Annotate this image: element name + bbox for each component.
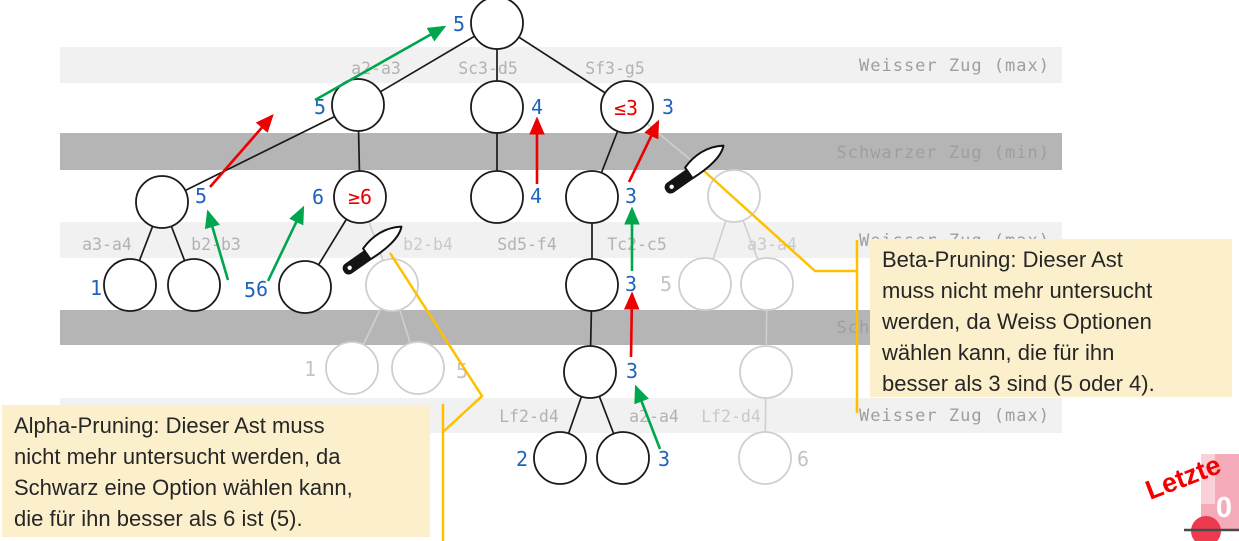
red-arrow-chain-up <box>623 291 640 358</box>
band-label-1: Weisser Zug (max) <box>859 56 1050 76</box>
red-arrow-left-up <box>209 114 274 188</box>
band-black-min-1 <box>60 133 1062 170</box>
alpha-callout-line: Alpha-Pruning: Dieser Ast muss <box>14 413 325 438</box>
move-lf2-d4: Lf2-d4 <box>499 407 559 426</box>
tree-node <box>565 170 619 224</box>
tree-node-leaf <box>278 260 332 314</box>
move-sc3-d5: Sc3-d5 <box>458 59 518 78</box>
alpha-callout-line: die für ihn besser als 6 ist (5). <box>14 506 303 531</box>
value-left-child: 5 <box>314 95 326 119</box>
value-leaf-5: 5 <box>244 278 256 302</box>
value-root: 5 <box>453 12 465 36</box>
knife-blade <box>362 225 403 261</box>
tree-node-pruned <box>740 257 794 311</box>
tree-node-leaf <box>103 258 157 312</box>
propagation-arrows <box>204 25 662 450</box>
knife-icon <box>664 144 725 194</box>
green-arrow-leaf5-up <box>204 209 230 281</box>
corner-decoration: 0 Letzte <box>1141 450 1239 541</box>
beta-callout-box <box>870 239 1232 397</box>
move-tc2-c5: Tc2-c5 <box>607 235 667 254</box>
green-arrow-leaf6-up <box>266 205 305 282</box>
knife-rivet <box>669 184 674 189</box>
move-sd5-f4: Sd5-f4 <box>497 235 557 254</box>
move-a3-a4: a3-a4 <box>82 235 132 254</box>
knife-icon <box>342 225 403 275</box>
move-b2-b3: b2-b3 <box>191 235 241 254</box>
tree-edge <box>161 104 359 203</box>
red-arrow-right-up <box>627 119 660 183</box>
move-sf3-g5: Sf3-g5 <box>585 59 645 78</box>
value-left-grandchild2: 6 <box>312 185 324 209</box>
tree-node <box>563 345 617 399</box>
beta-callout-line: muss nicht mehr untersucht <box>882 278 1152 303</box>
beta-callout-line: Beta-Pruning: Dieser Ast <box>882 247 1123 272</box>
value-leaf-1: 1 <box>90 276 102 300</box>
alpha-callout-box <box>2 405 430 537</box>
move-a3-a4-pruned: a3-a4 <box>747 235 797 254</box>
move-lf2-d4-pruned: Lf2-d4 <box>701 407 761 426</box>
node-values: 5 5 4 ≤3 3 5 6 ≥6 4 3 1 5 6 3 3 2 3 1 5 … <box>90 12 809 471</box>
value-bound-geq6: ≥6 <box>348 185 372 209</box>
tree-node <box>470 170 524 224</box>
tree-node-pruned <box>325 341 379 395</box>
green-arrow-leaf3-up <box>634 384 662 450</box>
knife-blade <box>684 144 725 180</box>
value-pruned-leaf-6: 6 <box>797 447 809 471</box>
beta-callout-line: wählen kann, die für ihn <box>881 340 1114 365</box>
tree-node <box>470 80 524 134</box>
value-left-grandchild: 5 <box>195 184 207 208</box>
move-a2-a4: a2-a4 <box>629 407 679 426</box>
decoration-pink-strip <box>1201 454 1215 504</box>
tree-node <box>135 175 189 229</box>
value-right-child: 3 <box>662 95 674 119</box>
move-b2-b4: b2-b4 <box>403 235 453 254</box>
value-mid-grandchild: 4 <box>530 184 542 208</box>
tree-node-root <box>470 0 524 50</box>
knife-rivet <box>347 265 352 270</box>
value-pruned-leaf-1: 1 <box>304 357 316 381</box>
tree-node-pruned <box>391 341 445 395</box>
green-arrow-to-root <box>314 25 447 102</box>
tree-node <box>600 80 654 134</box>
beta-pruning-callout: Beta-Pruning: Dieser Ast muss nicht mehr… <box>870 239 1232 397</box>
value-right-greatgreatgrandchild: 3 <box>626 359 638 383</box>
value-leaf-6: 6 <box>256 277 268 301</box>
value-mid-child: 4 <box>531 95 543 119</box>
tree-node-pruned <box>365 258 419 312</box>
tree-node <box>565 258 619 312</box>
tree-node-pruned <box>678 257 732 311</box>
band-label-2: Schwarzer Zug (min) <box>837 143 1050 163</box>
value-right-grandchild: 3 <box>625 184 637 208</box>
tree-node-leaf <box>167 258 221 312</box>
alpha-callout-line: Schwarz eine Option wählen kann, <box>14 475 353 500</box>
alpha-callout-line: nicht mehr untersucht werden, da <box>14 444 341 469</box>
tree-node <box>333 170 387 224</box>
tree-node <box>331 78 385 132</box>
value-bound-leq3: ≤3 <box>614 96 638 120</box>
tree-node-leaf <box>596 431 650 485</box>
value-pruned-leaf-5: 5 <box>456 359 468 383</box>
value-leaf-3: 3 <box>658 447 670 471</box>
tree-node-pruned <box>739 345 793 399</box>
tree-nodes <box>103 0 794 485</box>
alpha-prune-connector <box>388 252 484 433</box>
decoration-badge-zero: 0 <box>1216 492 1232 524</box>
beta-prune-connector <box>702 169 857 273</box>
tree-node-pruned <box>738 431 792 485</box>
tree-node-leaf <box>533 431 587 485</box>
band-label-5: Weisser Zug (max) <box>859 406 1050 426</box>
value-leaf-2: 2 <box>516 447 528 471</box>
decoration-red-blob <box>1191 516 1221 541</box>
beta-callout-line: werden, da Weiss Optionen <box>881 309 1152 334</box>
beta-callout-line: besser als 3 sind (5 oder 4). <box>882 371 1155 396</box>
value-right-greatgrandchild: 3 <box>625 272 637 296</box>
alpha-pruning-callout: Alpha-Pruning: Dieser Ast muss nicht meh… <box>2 405 430 537</box>
prune-connectors <box>388 169 859 541</box>
value-pruned-node-5: 5 <box>660 272 672 296</box>
